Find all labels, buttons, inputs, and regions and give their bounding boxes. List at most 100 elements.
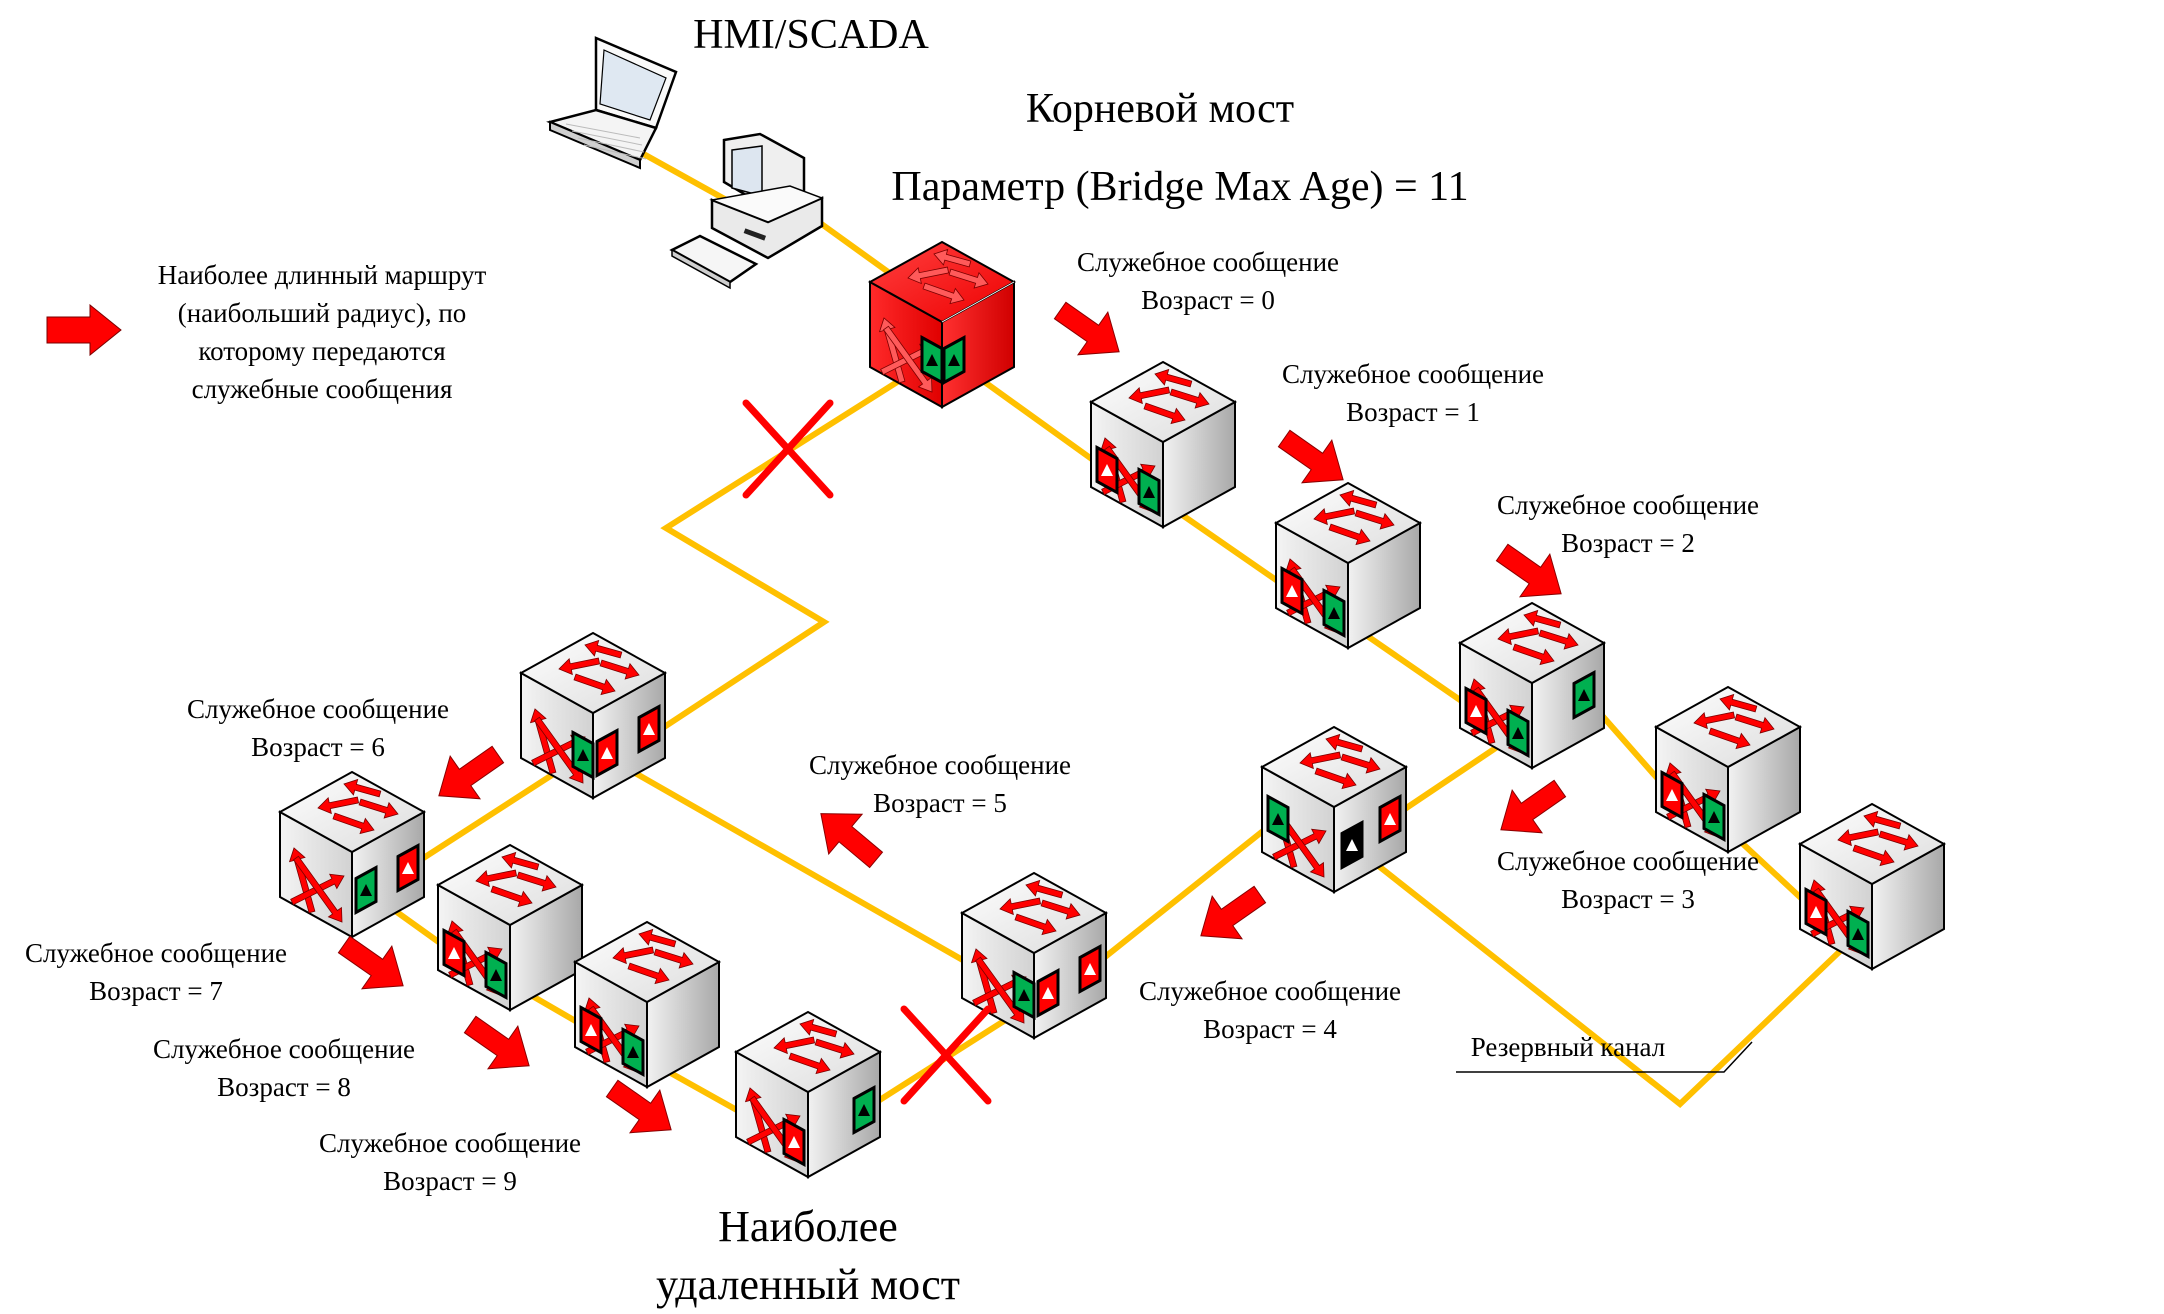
switch[interactable] <box>1259 725 1409 894</box>
port-forwarding-icon <box>571 729 595 781</box>
port-forwarding-icon <box>621 1026 645 1078</box>
port-designated-icon <box>782 1116 806 1168</box>
blocked-link-x-mark-root <box>742 399 834 499</box>
port-forwarding-icon <box>1702 791 1726 843</box>
message-age: Возраст = 5 <box>873 788 1007 818</box>
switch-face-arrow-icon <box>534 716 584 784</box>
switch-face-arrow-icon <box>1313 507 1356 526</box>
switch-face-arrow-icon <box>1154 368 1193 388</box>
laptop-icon[interactable] <box>546 36 678 170</box>
port-designated-icon <box>637 703 661 755</box>
switch[interactable] <box>277 770 427 939</box>
switch-top-face <box>1797 802 1947 886</box>
message-title: Служебное сообщение <box>1076 247 1340 277</box>
switch-face-arrow-icon <box>1512 643 1555 666</box>
switch-top-face <box>518 631 668 715</box>
direction-arrow-age-4 <box>1200 885 1267 940</box>
message-label-age-7: Служебное сообщение Возраст = 7 <box>25 934 287 1010</box>
switch[interactable] <box>572 920 722 1089</box>
message-age: Возраст = 6 <box>251 732 385 762</box>
switch[interactable] <box>1088 360 1238 529</box>
legend-line: Наиболее длинный маршрут <box>157 260 487 290</box>
switch-top-face <box>1088 360 1238 444</box>
switch[interactable] <box>959 871 1109 1040</box>
switch-face-arrow-icon <box>653 948 694 969</box>
legend-line: которому передаются <box>198 336 446 366</box>
message-age: Возраст = 2 <box>1561 528 1695 558</box>
blocked-link-x-mark-bottom <box>900 1005 992 1105</box>
message-age: Возраст = 1 <box>1346 397 1480 427</box>
port-designated-icon <box>1078 943 1102 995</box>
switch-face-arrow-icon <box>975 956 1025 1024</box>
port-forwarding-icon <box>1572 669 1596 721</box>
root-bridge-title: Корневой мост <box>1025 86 1295 132</box>
switch[interactable] <box>1273 481 1423 650</box>
port-designated-icon <box>1378 793 1402 845</box>
port-forwarding-icon <box>1846 908 1870 960</box>
message-title: Служебное сообщение <box>1281 359 1545 389</box>
port-designated-icon <box>595 727 619 779</box>
switch[interactable] <box>518 631 668 800</box>
message-label-age-4: Служебное сообщение Возраст = 4 <box>1139 972 1401 1048</box>
switch-face-arrow-icon <box>516 871 557 892</box>
switch-face-arrow-icon <box>638 928 677 948</box>
farthest-bridge-label: Наиболее удаленный мост <box>656 1198 960 1314</box>
switch-face-arrow-icon <box>332 812 375 835</box>
switch-face-arrow-icon <box>1143 402 1186 425</box>
switch[interactable] <box>435 843 585 1012</box>
direction-arrow-age-5 <box>820 813 884 869</box>
switch-face-arrow-icon <box>584 639 623 659</box>
message-label-age-1: Служебное сообщение Возраст = 1 <box>1282 355 1544 431</box>
switches-layer <box>277 240 1947 1179</box>
switch-face-arrow-icon <box>1852 844 1895 867</box>
legend-line: (наибольший радиус), по <box>177 298 467 328</box>
switch-face-arrow-icon <box>558 657 601 676</box>
switch[interactable] <box>1653 685 1803 854</box>
direction-arrow-age-9 <box>605 1079 672 1134</box>
switch[interactable] <box>1457 601 1607 770</box>
switch-face-arrow-icon <box>1693 711 1736 730</box>
switch-face-arrow-icon <box>1719 693 1758 713</box>
message-label-age-2: Служебное сообщение Возраст = 2 <box>1497 486 1759 562</box>
switch-face-arrow-icon <box>1538 629 1579 650</box>
root-bridge-switch[interactable] <box>867 240 1017 409</box>
switch-face-arrow-icon <box>573 673 616 696</box>
message-title: Служебное сообщение <box>1496 846 1760 876</box>
desktop-computer-icon[interactable] <box>669 132 824 290</box>
port-forwarding-icon <box>1137 466 1161 518</box>
switch-face-arrow-icon <box>773 1036 816 1055</box>
switch-face-arrow-icon <box>1497 627 1540 646</box>
switch-face-arrow-icon <box>788 1052 831 1075</box>
switch-face-arrow-icon <box>1328 523 1371 546</box>
message-title: Служебное сообщение <box>152 1034 416 1064</box>
switch-face-arrow-icon <box>1354 509 1395 530</box>
direction-arrow-age-1 <box>1277 429 1344 484</box>
direction-arrow-age-3 <box>1500 779 1567 834</box>
direction-arrow-age-8 <box>463 1015 530 1070</box>
switch-top-face <box>277 770 427 854</box>
switch-top-face <box>1259 725 1409 809</box>
link-s6-backup <box>1349 842 1861 1108</box>
message-title: Служебное сообщение <box>24 938 288 968</box>
message-age: Возраст = 0 <box>1141 285 1275 315</box>
port-forwarding-icon <box>1322 587 1346 639</box>
message-label-age-3: Служебное сообщение Возраст = 3 <box>1497 842 1759 918</box>
switch-face-arrow-icon <box>1325 733 1364 753</box>
direction-arrow-age-0 <box>1053 301 1120 356</box>
devices-layer <box>546 36 824 290</box>
message-title: Служебное сообщение <box>808 750 1072 780</box>
switch-face-arrow-icon <box>999 897 1042 916</box>
port-designated-icon <box>579 1004 603 1056</box>
switch-face-arrow-icon <box>612 946 655 965</box>
message-label-age-5: Служебное сообщение Возраст = 5 <box>809 746 1071 822</box>
message-title: Служебное сообщение <box>1496 490 1760 520</box>
switch[interactable] <box>1797 802 1947 971</box>
farthest-bridge-switch[interactable] <box>733 1010 883 1179</box>
port-designated-icon <box>442 927 466 979</box>
switch-face-arrow-icon <box>293 855 343 923</box>
switch-top-face <box>1457 601 1607 685</box>
port-forwarding-icon <box>920 334 944 386</box>
link-s8-s7 <box>604 754 1027 998</box>
hmi-scada-label: HMI/SCADA <box>693 12 929 58</box>
message-label-age-6: Служебное сообщение Возраст = 6 <box>187 690 449 766</box>
